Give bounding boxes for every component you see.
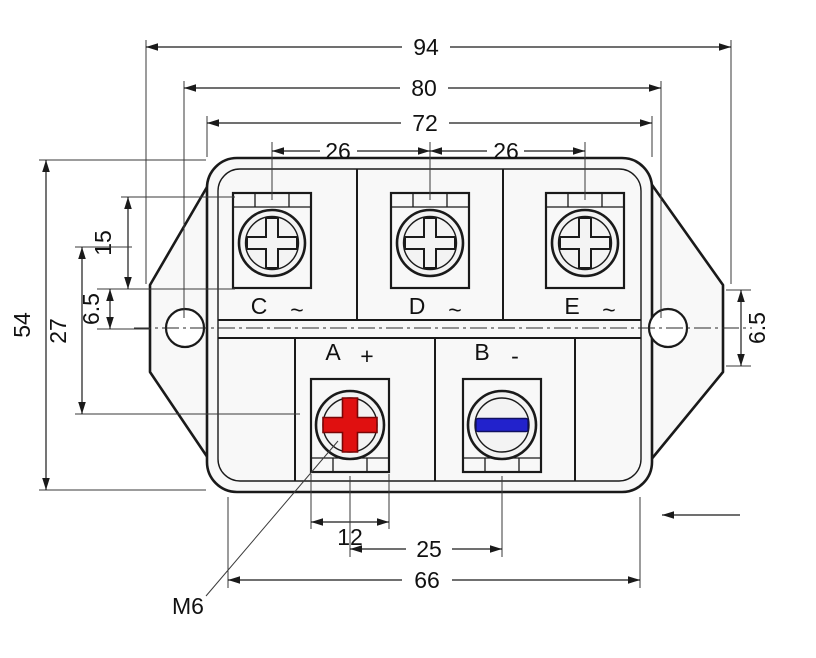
module-body — [134, 156, 752, 494]
dim-72-value: 72 — [412, 110, 438, 136]
terminal-d-symbol: ~ — [448, 297, 461, 323]
screw-size-callout: M6 — [172, 440, 339, 619]
dim-80-extension-lines — [183, 81, 662, 318]
dim-dc-terminal-pitch-25: 25 — [349, 476, 503, 562]
terminal-a-label: A — [325, 339, 341, 365]
dim-body-width-72: 72 — [206, 110, 653, 157]
m6-label: M6 — [172, 593, 204, 619]
terminal-b-label: B — [474, 339, 489, 365]
terminal-c-bracket-line — [233, 193, 311, 208]
terminal-e-screw-inner — [557, 215, 613, 271]
terminal-c: C ~ — [231, 191, 313, 323]
dim-25-extension-lines — [349, 476, 503, 557]
dim-center-offset-left-6-5: 6.5 — [78, 289, 150, 330]
phillips-cross-icon — [404, 217, 456, 269]
terminal-c-screw-inner — [244, 215, 300, 271]
positive-cross-icon — [322, 397, 378, 453]
terminal-b-screw-inner — [474, 397, 530, 453]
terminal-a-symbol: + — [360, 343, 373, 369]
dim-80-value: 80 — [411, 75, 437, 101]
terminal-c-label: C — [251, 293, 268, 319]
dim-94-extension-lines — [145, 40, 732, 284]
terminal-b-negative: B - — [461, 339, 543, 474]
terminal-a-positive: A + — [309, 339, 391, 474]
dim-66-value: 66 — [414, 567, 440, 593]
dim-94-value: 94 — [413, 34, 439, 60]
terminal-e-symbol: ~ — [602, 297, 615, 323]
dim-15-value: 15 — [90, 230, 116, 256]
dim-26r-value: 26 — [493, 138, 519, 164]
dim-54-value: 54 — [9, 312, 35, 338]
terminal-d-screw-inner — [402, 215, 458, 271]
terminal-b-symbol: - — [511, 343, 519, 369]
dim-hole-spacing-80: 80 — [183, 75, 662, 318]
dim-overall-height-54: 54 — [9, 159, 206, 491]
dim-25-value: 25 — [416, 536, 442, 562]
dim-54-extension-lines — [39, 159, 206, 491]
dim-27-value: 27 — [45, 318, 71, 344]
terminal-a-bracket — [309, 377, 391, 474]
terminal-e-label: E — [564, 293, 579, 319]
terminal-b-bracket — [461, 377, 543, 474]
terminal-d-bracket-line — [391, 193, 469, 208]
dim-15-extension-lines — [97, 196, 235, 290]
negative-slot-icon — [475, 417, 529, 433]
terminal-d: D ~ — [389, 191, 471, 323]
dim-center-offset-right-6-5: 6.5 — [726, 289, 770, 367]
dim-overall-width-94: 94 — [145, 34, 732, 284]
dim-base-width-66: 66 — [227, 497, 641, 593]
phillips-cross-icon — [246, 217, 298, 269]
dim-26l-value: 26 — [325, 138, 351, 164]
terminal-e-bracket-line — [546, 193, 624, 208]
m6-leader-line — [205, 440, 339, 597]
terminal-e: E ~ — [544, 191, 626, 323]
terminal-d-label: D — [409, 293, 426, 319]
dimensions: 94 80 72 26 26 15 — [9, 34, 770, 619]
dim-terminal-pitch-right-26: 26 — [430, 138, 586, 200]
dim-66-extension-lines — [227, 497, 641, 588]
dim-terminal-height-15: 15 — [90, 196, 235, 290]
terminal-c-symbol: ~ — [290, 297, 303, 323]
phillips-cross-icon — [559, 217, 611, 269]
terminals: C ~ D ~ E ~ — [231, 191, 626, 474]
body-outer-outline — [205, 156, 654, 494]
dim-65r-value: 6.5 — [744, 312, 770, 344]
